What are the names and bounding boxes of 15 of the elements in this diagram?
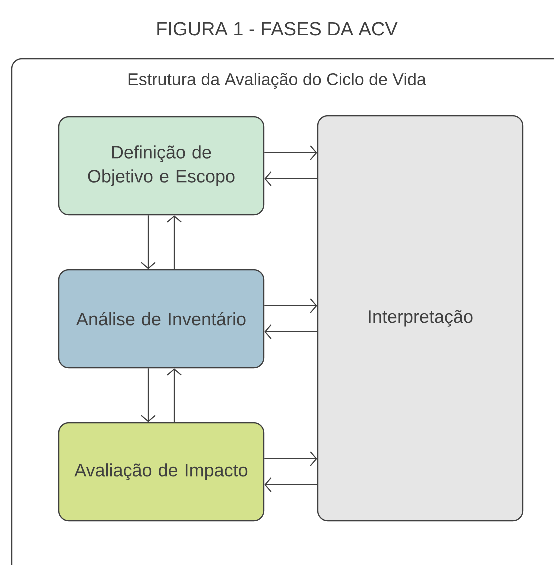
phase-box: Definição de Objetivo e Escopo bbox=[58, 116, 265, 216]
arrow bbox=[264, 298, 318, 314]
phase-box: Análise de Inventário bbox=[58, 269, 265, 369]
arrow bbox=[167, 216, 182, 270]
arrow bbox=[264, 172, 318, 186]
arrow bbox=[264, 478, 318, 492]
arrow bbox=[167, 368, 182, 422]
figure-title: FIGURA 1 - FASES DA ACV bbox=[158, 22, 398, 36]
arrow bbox=[264, 452, 318, 466]
arrow bbox=[141, 368, 156, 422]
phase-box: Interpretação bbox=[317, 115, 524, 522]
arrow bbox=[264, 324, 318, 340]
phase-box: Avaliação de Impacto bbox=[58, 422, 265, 522]
arrow bbox=[141, 216, 156, 270]
arrow bbox=[264, 146, 318, 160]
